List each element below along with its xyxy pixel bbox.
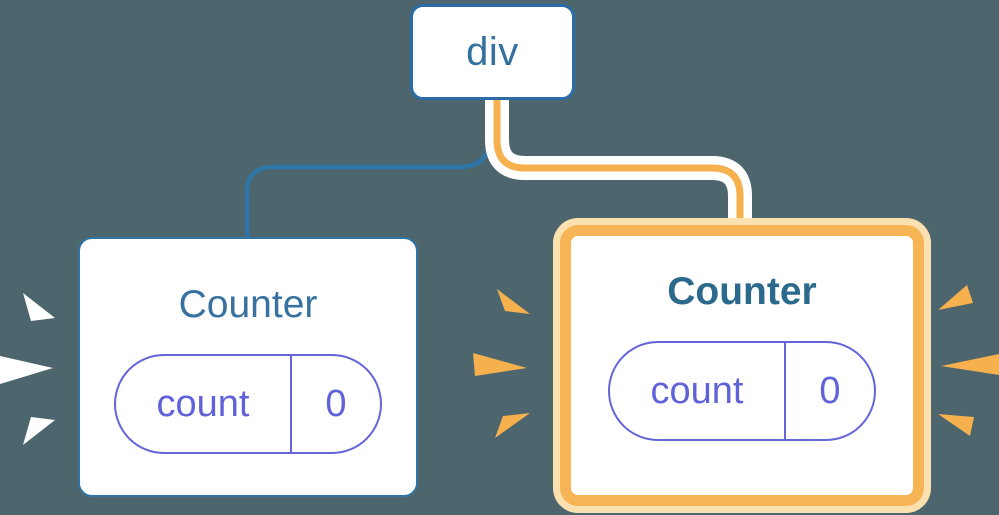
counter-card-right-highlighted: Counter count 0 [560,225,924,506]
state-pill: count 0 [608,341,876,441]
connector-blue-left [244,100,493,240]
state-name: count [116,356,292,452]
spark-icon [938,414,974,436]
spark-icon [473,353,527,376]
spark-icon [938,285,973,310]
spark-icon [497,289,530,314]
connector-orange-casing [485,100,752,226]
node-label: div [466,29,519,74]
tree-node-div: div [410,4,575,100]
counter-card-left: Counter count 0 [78,237,418,497]
spark-burst-orange-left [473,289,530,438]
spark-icon [23,293,55,321]
spark-icon [23,417,55,445]
state-pill: count 0 [114,354,382,454]
connector-orange-right [493,100,744,232]
spark-burst-orange-right [938,285,999,436]
component-title: Counter [178,283,318,326]
spark-icon [941,354,999,375]
spark-burst-white [0,293,55,445]
state-value: 0 [819,369,841,412]
state-name: count [610,343,786,439]
state-value: 0 [325,382,347,425]
component-title: Counter [667,270,817,313]
spark-icon [495,413,530,438]
spark-icon [0,356,53,384]
